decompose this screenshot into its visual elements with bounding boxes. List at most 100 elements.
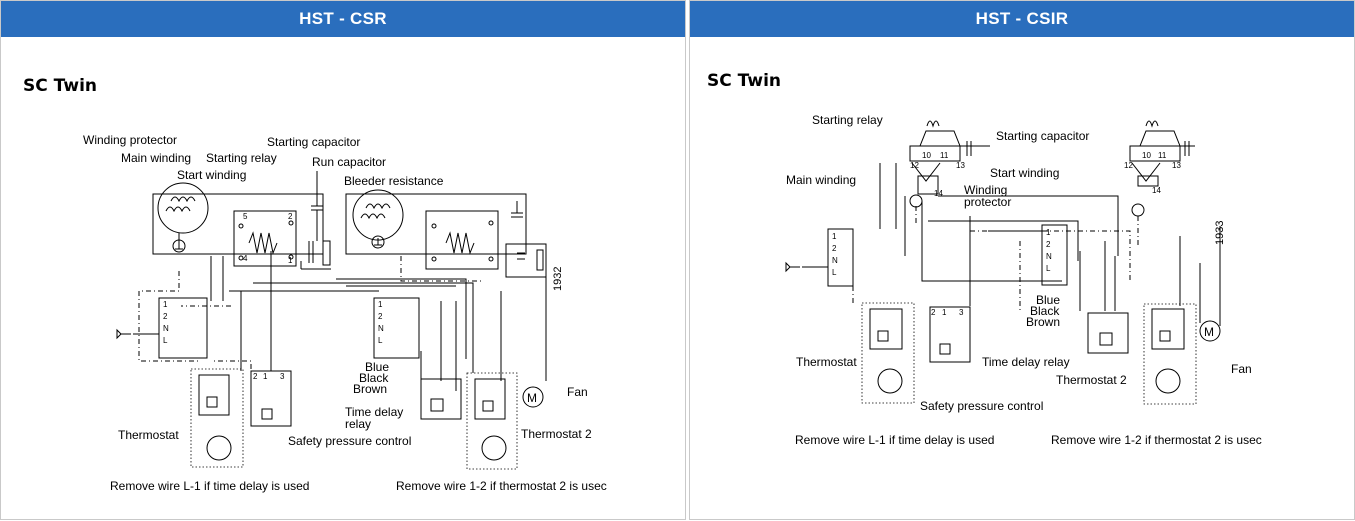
terminal-block-2: 1 2 NL <box>373 297 420 359</box>
terminal-block-1: 1 2 NL <box>785 228 854 287</box>
label-start-winding: Start winding <box>990 166 1060 180</box>
svg-text:1: 1 <box>263 372 268 381</box>
label-fan: Fan <box>1231 362 1252 376</box>
relay-terminal-5: 5 <box>243 212 248 221</box>
panel-subtitle-sc-twin: SC Twin <box>707 71 782 91</box>
svg-text:1: 1 <box>942 308 947 317</box>
svg-text:2: 2 <box>1046 240 1051 249</box>
label-black: Black <box>1030 304 1060 318</box>
label-black: Black <box>359 371 389 385</box>
svg-text:12: 12 <box>910 161 919 170</box>
label-relay: relay <box>345 417 372 431</box>
thermostat-enclosure <box>861 302 915 404</box>
svg-text:2: 2 <box>931 308 936 317</box>
label-winding-protector: Winding protector <box>83 133 178 147</box>
note-remove-wire-1-2: Remove wire 1-2 if thermostat 2 is usec <box>1051 433 1262 447</box>
compressor-1 <box>152 182 324 255</box>
panel-subtitle-sc-twin: SC Twin <box>23 76 98 96</box>
label-thermostat-2: Thermostat 2 <box>521 427 592 441</box>
label-safety-pressure-control: Safety pressure control <box>920 399 1044 413</box>
svg-text:2: 2 <box>253 372 258 381</box>
label-time-delay-relay: Time delay relay <box>982 355 1070 369</box>
note-remove-wire-l1: Remove wire L-1 if time delay is used <box>110 479 310 493</box>
svg-text:N: N <box>832 256 838 265</box>
label-blue: Blue <box>365 360 390 374</box>
label-safety-pressure-control: Safety pressure control <box>288 434 412 448</box>
svg-text:2: 2 <box>832 244 837 253</box>
label-starting-capacitor: Starting capacitor <box>267 135 361 149</box>
label-fan: Fan <box>567 385 588 399</box>
relay-terminal-2: 2 <box>288 212 293 221</box>
svg-text:2: 2 <box>163 312 168 321</box>
svg-text:M: M <box>1204 325 1214 339</box>
safety-pressure-control-box <box>929 306 971 363</box>
label-starting-relay: Starting relay <box>206 151 277 165</box>
label-protector: protector <box>964 195 1012 209</box>
svg-text:1: 1 <box>163 300 168 309</box>
svg-text:12: 12 <box>1124 161 1133 170</box>
svg-text:13: 13 <box>956 161 965 170</box>
svg-text:14: 14 <box>934 189 943 198</box>
svg-text:L: L <box>832 268 837 277</box>
svg-text:L: L <box>378 336 383 345</box>
label-bleeder-resistance: Bleeder resistance <box>344 174 444 188</box>
capacitors-1 <box>301 171 331 270</box>
label-run-capacitor: Run capacitor <box>312 155 387 169</box>
svg-text:13: 13 <box>1172 161 1181 170</box>
label-main-winding: Main winding <box>786 173 857 187</box>
svg-text:14: 14 <box>1152 186 1161 195</box>
svg-text:11: 11 <box>1158 151 1167 160</box>
label-thermostat: Thermostat <box>796 355 857 369</box>
label-winding: Winding <box>964 183 1008 197</box>
label-starting-relay: Starting relay <box>812 113 883 127</box>
figure-number-1933: 1933 <box>1214 220 1226 245</box>
label-time-delay: Time delay <box>345 405 404 419</box>
terminal-block-2: 1 2 NL <box>1041 224 1068 286</box>
starting-relay-1: 10 11 12 13 14 <box>909 120 990 208</box>
starting-relay-1: 5 2 4 1 <box>233 210 297 267</box>
svg-text:3: 3 <box>280 372 285 381</box>
note-remove-wire-1-2: Remove wire 1-2 if thermostat 2 is usec <box>396 479 607 493</box>
panel-hst-csr: HST - CSR SC Twin 5 2 4 1 <box>0 0 686 520</box>
svg-text:L: L <box>1046 264 1051 273</box>
thermostat-enclosure <box>190 368 244 468</box>
label-thermostat-2: Thermostat 2 <box>1056 373 1127 387</box>
svg-text:N: N <box>163 324 169 333</box>
svg-text:10: 10 <box>1142 151 1151 160</box>
label-brown: Brown <box>353 382 388 396</box>
label-blue: Blue <box>1036 293 1061 307</box>
label-thermostat: Thermostat <box>118 428 179 442</box>
svg-text:N: N <box>378 324 384 333</box>
svg-text:2: 2 <box>378 312 383 321</box>
svg-text:1: 1 <box>378 300 383 309</box>
svg-text:11: 11 <box>940 151 949 160</box>
compressor-2 <box>345 189 547 278</box>
relay-terminal-4: 4 <box>243 254 248 263</box>
svg-text:3: 3 <box>959 308 964 317</box>
terminal-block-1: 1 2 NL <box>116 297 208 359</box>
svg-text:L: L <box>163 336 168 345</box>
thermostat-2-enclosure <box>1143 303 1197 405</box>
thermostat-2-enclosure <box>466 372 518 470</box>
svg-text:N: N <box>1046 252 1052 261</box>
panel-header-hst-csr: HST - CSR <box>1 1 685 37</box>
svg-text:1: 1 <box>1046 228 1051 237</box>
relay-terminal-1: 1 <box>288 256 293 265</box>
label-brown: Brown <box>1026 315 1061 329</box>
label-starting-capacitor: Starting capacitor <box>996 129 1090 143</box>
svg-text:1: 1 <box>832 232 837 241</box>
wiring-diagram-hst-csr: 5 2 4 1 <box>116 171 547 470</box>
panel-header-hst-csir: HST - CSIR <box>690 1 1354 37</box>
svg-text:10: 10 <box>922 151 931 160</box>
starting-relay-2: 10 11 12 13 14 <box>1124 120 1195 217</box>
figure-number-1932: 1932 <box>552 266 564 291</box>
fan-motor <box>1199 320 1221 342</box>
label-main-winding: Main winding <box>121 151 192 165</box>
fan-motor <box>522 386 544 408</box>
note-remove-wire-l1: Remove wire L-1 if time delay is used <box>795 433 995 447</box>
svg-text:M: M <box>527 391 537 405</box>
label-start-winding: Start winding <box>177 168 247 182</box>
time-delay-relay-box <box>1087 312 1129 354</box>
